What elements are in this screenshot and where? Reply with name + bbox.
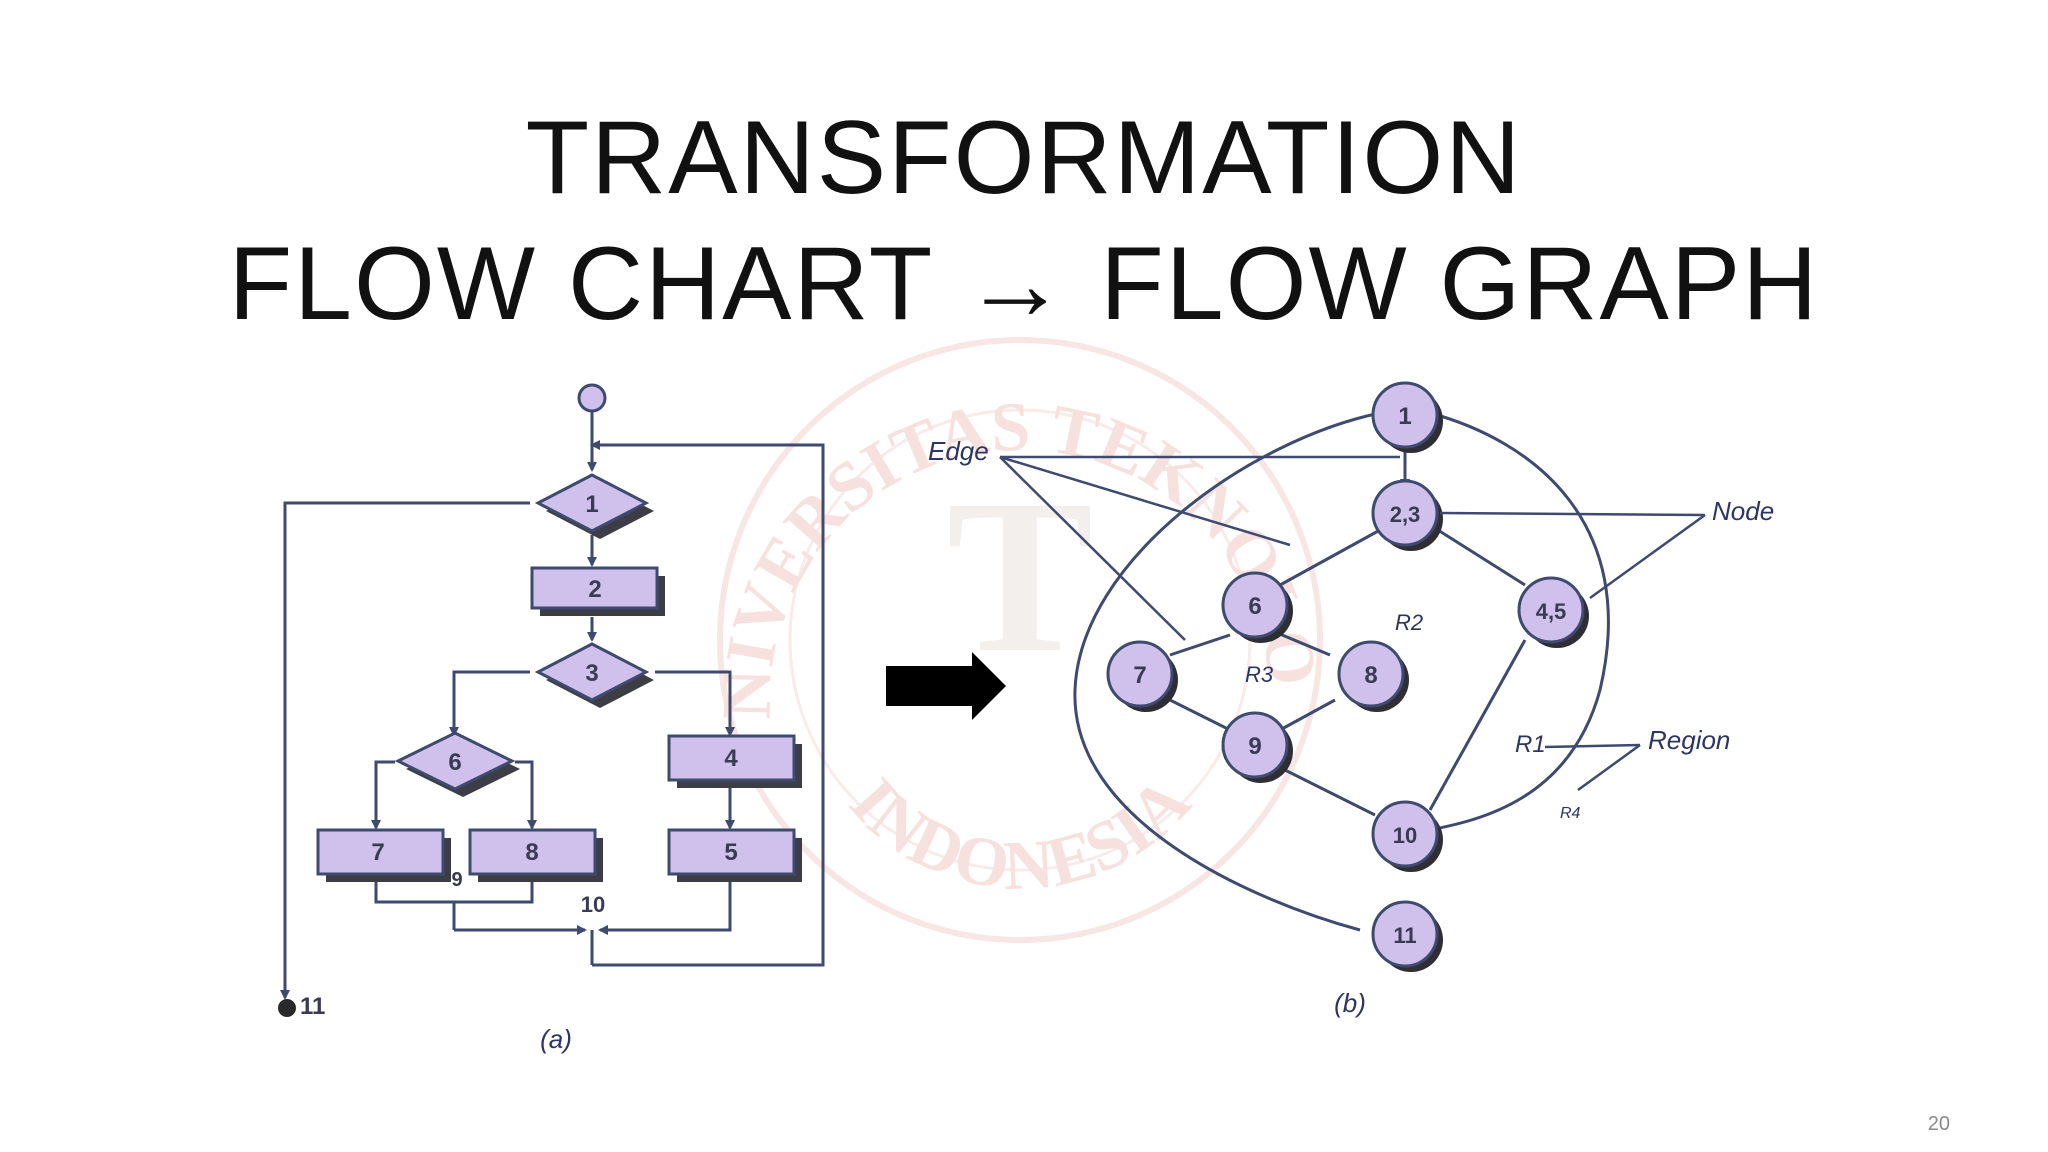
title-line-1: TRANSFORMATION <box>525 100 1523 216</box>
flowchart-label-11: 11 <box>300 993 325 1020</box>
flowchart-label-7: 7 <box>371 839 384 866</box>
flowchart-label-1: 1 <box>585 491 598 518</box>
flowchart-box-8 <box>468 828 597 876</box>
graph-node-10 <box>1371 800 1439 868</box>
flow-graph-text: Edge Node Region R1 R2 R3 R4 (b) <box>928 436 1774 1018</box>
flowchart-box-7 <box>316 828 445 876</box>
graph-node-label-1: 1 <box>1398 403 1411 430</box>
graph-node-7 <box>1106 640 1174 708</box>
flowchart-box-4 <box>667 734 796 782</box>
flowgraph-caption: (b) <box>1334 988 1366 1018</box>
flowchart-label-3: 3 <box>585 660 598 687</box>
flow-graph-edges <box>1073 411 1610 932</box>
slide-title: TRANSFORMATION FLOW CHART → FLOW GRAPH <box>0 95 2048 347</box>
flow-chart <box>280 383 825 1000</box>
watermark-bottom-text: INDONESIA <box>835 762 1205 905</box>
flowchart-box-5 <box>667 828 796 876</box>
callout-edge: Edge <box>928 436 989 466</box>
watermark-seal: UNIVERSITAS TEKNOLOGI INDONESIA T <box>0 0 1331 943</box>
region-label-r4: R4 <box>1560 805 1581 822</box>
flowchart-diamond-6 <box>394 731 516 791</box>
title-line-2: FLOW CHART → FLOW GRAPH <box>228 226 1820 342</box>
graph-node-2-3 <box>1371 479 1439 547</box>
slide-number: 20 <box>1927 1113 1950 1135</box>
region-label-r2: R2 <box>1395 610 1423 635</box>
flowchart-label-9: 9 <box>451 869 462 891</box>
watermark-center-glyph: T <box>947 454 1094 698</box>
callout-node: Node <box>1712 496 1774 526</box>
flow-graph-node-labels: 1 2,3 6 4,5 7 8 9 10 11 <box>1133 403 1566 948</box>
graph-node-8 <box>1337 640 1405 708</box>
graph-node-1 <box>1371 381 1439 449</box>
graph-node-label-2-3: 2,3 <box>1390 502 1421 527</box>
flowchart-label-5: 5 <box>724 839 737 866</box>
graph-node-6 <box>1221 571 1289 639</box>
graph-node-label-10: 10 <box>1393 823 1417 848</box>
graph-node-9 <box>1221 711 1289 779</box>
flow-chart-shapes <box>278 473 802 1017</box>
flowchart-caption: (a) <box>540 1024 572 1054</box>
transform-arrow-icon <box>886 652 1006 720</box>
flow-graph-nodes <box>1106 381 1589 972</box>
graph-node-label-8: 8 <box>1364 662 1377 689</box>
graph-node-label-9: 9 <box>1248 733 1261 760</box>
end-node <box>278 999 296 1017</box>
flowchart-box-2 <box>530 566 659 610</box>
flowchart-label-4: 4 <box>724 745 738 772</box>
flow-chart-labels: 1 2 3 6 4 5 7 8 9 10 11 (a) <box>300 491 738 1054</box>
flowchart-diamond-3 <box>534 642 650 702</box>
graph-node-label-6: 6 <box>1248 593 1261 620</box>
flow-graph-callouts <box>999 455 1706 792</box>
graph-node-label-11: 11 <box>1393 923 1416 948</box>
flowchart-diamond-1 <box>534 473 650 533</box>
flowchart-label-2: 2 <box>588 576 601 603</box>
flowchart-label-6: 6 <box>448 749 461 776</box>
callout-region: Region <box>1648 725 1730 755</box>
graph-node-11 <box>1371 900 1439 968</box>
region-label-r1: R1 <box>1515 731 1546 758</box>
flowchart-label-8: 8 <box>525 839 538 866</box>
region-label-r3: R3 <box>1245 662 1274 687</box>
graph-node-label-4-5: 4,5 <box>1536 599 1567 624</box>
graph-node-label-7: 7 <box>1133 662 1146 689</box>
graph-node-4-5 <box>1517 576 1585 644</box>
flowchart-label-10: 10 <box>581 892 605 917</box>
start-node <box>577 383 607 413</box>
